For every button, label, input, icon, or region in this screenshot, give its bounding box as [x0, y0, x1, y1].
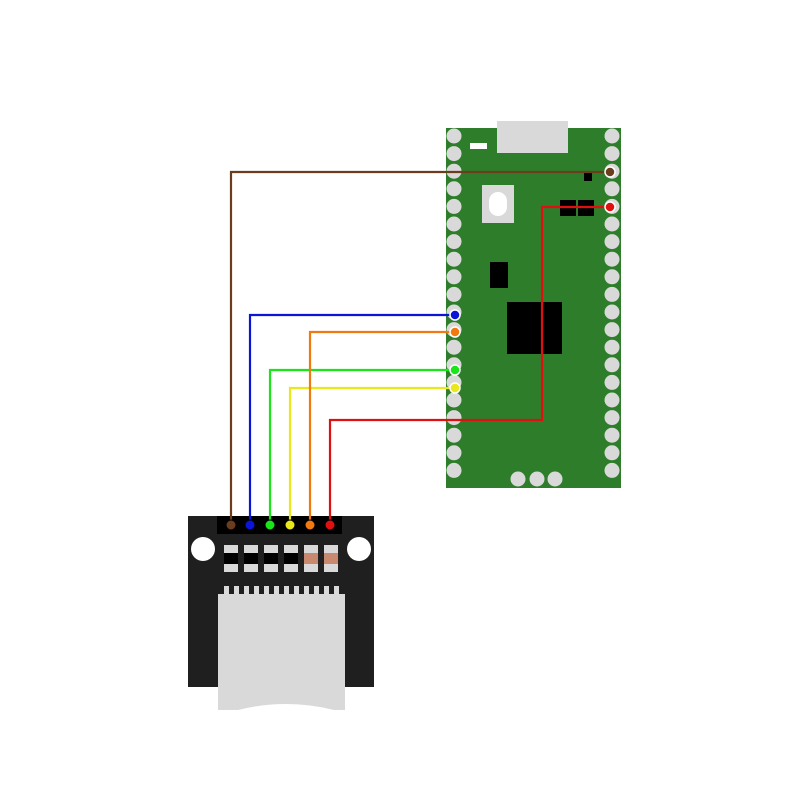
sd-slot-contact [294, 586, 299, 596]
mcu-smd-component [584, 173, 592, 181]
mcu-pin-pad [604, 427, 620, 443]
wire-red [324, 201, 616, 531]
sd-slot-contact [304, 586, 309, 596]
mcu-pin-pad [604, 339, 620, 355]
mcu-pin-pad [604, 128, 620, 144]
mcu-pin-pad [446, 445, 462, 461]
mcu-pin-pad [446, 198, 462, 214]
wire-blue-sd-end [244, 519, 256, 531]
sd-slot-contact [274, 586, 279, 596]
mcu-pin-pad [604, 304, 620, 320]
mcu-boot-button-cap [489, 192, 507, 216]
mcu-pin-pad [446, 410, 462, 426]
wire-yellow-line [288, 386, 455, 525]
mcu-left-pin-header [446, 128, 462, 478]
mcu-debug-pad [529, 471, 545, 487]
wire-green-mcu-end [449, 364, 461, 376]
mcu-pin-pad [604, 445, 620, 461]
mcu-pin-pad [604, 286, 620, 302]
wire-blue [244, 309, 461, 531]
wire-orange-mcu-end [449, 326, 461, 338]
mcu-pin-pad [446, 427, 462, 443]
mcu-pin-pad [446, 392, 462, 408]
wire-red-line [328, 205, 610, 525]
sd-card-slot-notch [238, 704, 334, 710]
sd-slot-contact [234, 586, 239, 596]
sd-resistor-array [224, 545, 338, 572]
sd-resistor-body [264, 553, 278, 564]
mcu-pin-pad [604, 357, 620, 373]
wire-brown-mcu-end [604, 166, 616, 178]
mcu-pin-pad [604, 251, 620, 267]
wire-green-sd-end [264, 519, 276, 531]
sd-slot-contact [244, 586, 249, 596]
wire-red-mcu-end [604, 201, 616, 213]
wire-yellow [284, 382, 461, 531]
sd-card-slot [218, 594, 345, 710]
wire-brown-line [229, 170, 610, 525]
wire-yellow-sd-end [284, 519, 296, 531]
sd-slot-contact [224, 586, 229, 596]
mcu-pin-pad [604, 392, 620, 408]
mcu-bottom-pin-header [510, 471, 563, 487]
mcu-status-led [470, 143, 487, 149]
mcu-pin-pad [446, 216, 462, 232]
sd-resistor-body [324, 553, 338, 564]
mcu-pin-pad [446, 181, 462, 197]
sd-slot-contact [254, 586, 259, 596]
mcu-pin-pad [604, 410, 620, 426]
sd-resistor-body [284, 553, 298, 564]
wire-brown-sd-end [225, 519, 237, 531]
sd-slot-contacts [224, 586, 339, 596]
sd-resistor-body [224, 553, 238, 564]
mcu-pin-pad [604, 216, 620, 232]
wire-red-sd-end [324, 519, 336, 531]
usb-connector-icon [497, 121, 568, 153]
wire-group [225, 166, 616, 531]
sd-slot-contact [324, 586, 329, 596]
wire-orange-line [308, 330, 455, 525]
mcu-pin-pad [446, 146, 462, 162]
mcu-pin-pad [604, 234, 620, 250]
mcu-pin-pad [446, 339, 462, 355]
mcu-pin-pad [446, 128, 462, 144]
mcu-small-chip [490, 262, 508, 288]
wire-blue-mcu-end [449, 309, 461, 321]
mcu-pin-pad [446, 234, 462, 250]
wire-orange [304, 326, 461, 531]
wire-brown [225, 166, 616, 531]
sd-slot-contact [264, 586, 269, 596]
mcu-pin-pad [604, 322, 620, 338]
mcu-pin-pad [446, 462, 462, 478]
mcu-debug-pad [510, 471, 526, 487]
mcu-pin-pad [446, 286, 462, 302]
sd-resistor-body [304, 553, 318, 564]
mcu-pin-pad [604, 269, 620, 285]
sd-mount-hole-left [191, 537, 215, 561]
wire-blue-line [248, 313, 455, 525]
wire-green [264, 364, 461, 531]
mcu-pin-pad [446, 251, 462, 267]
mcu-pin-pad [604, 146, 620, 162]
sd-slot-contact [284, 586, 289, 596]
wire-yellow-mcu-end [449, 382, 461, 394]
sd-mount-hole-right [347, 537, 371, 561]
microcontroller-board-icon [446, 121, 621, 488]
mcu-pin-pad [604, 462, 620, 478]
sd-slot-contact [314, 586, 319, 596]
mcu-pin-pad [604, 374, 620, 390]
mcu-pin-pad [604, 181, 620, 197]
wire-orange-sd-end [304, 519, 316, 531]
mcu-pin-pad [446, 269, 462, 285]
wire-green-line [268, 368, 455, 525]
sd-card-module-icon [188, 516, 374, 710]
sd-resistor-body [244, 553, 258, 564]
chip-icon [507, 302, 562, 354]
sd-slot-contact [334, 586, 339, 596]
mcu-debug-pad [547, 471, 563, 487]
